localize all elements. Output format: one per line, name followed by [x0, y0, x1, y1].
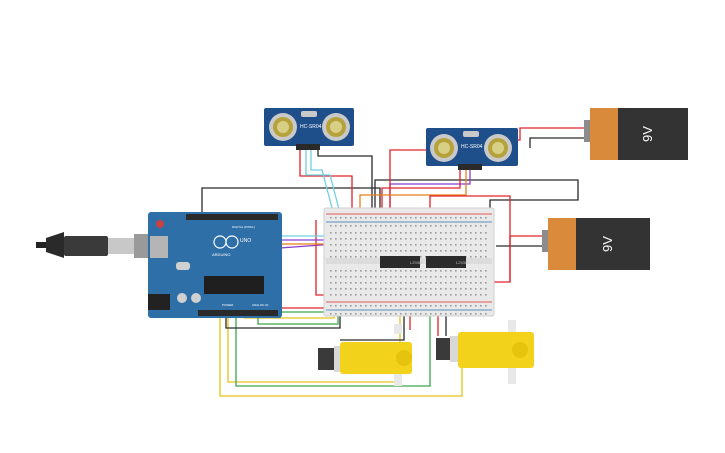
motor-driver-left[interactable]: L293D	[380, 256, 422, 268]
arduino-digital-header: DIGITAL (PWM~)	[232, 225, 255, 229]
dc-motor-left[interactable]	[318, 324, 412, 386]
wire-cyan-2[interactable]	[310, 150, 341, 239]
ultrasonic-sensor-right[interactable]: HC-SR04	[426, 128, 518, 170]
dc-motor-right[interactable]	[436, 320, 534, 384]
sensor-left-label: HC-SR04	[300, 124, 322, 130]
wire-black-right-loop[interactable]	[374, 179, 579, 215]
wire-red-right-loop[interactable]	[429, 195, 511, 282]
driver-right-label: L293D	[456, 260, 468, 265]
wire-black-arduino-top[interactable]	[201, 187, 381, 215]
sensor-right-label: HC-SR04	[461, 144, 483, 150]
breadboard-holes	[330, 217, 487, 315]
wire-red-left-sensor[interactable]	[299, 150, 353, 210]
wire-battery-top-black[interactable]	[529, 137, 584, 148]
battery-9v-top[interactable]: 9V	[584, 108, 688, 160]
driver-left-label: L293D	[410, 260, 422, 265]
arduino-brand-label: ARDUINO	[212, 252, 230, 257]
arduino-power-header: POWER	[222, 303, 234, 307]
usb-cable[interactable]	[36, 232, 150, 258]
battery-top-label: 9V	[640, 126, 655, 142]
battery-bottom-label: 9V	[600, 236, 615, 252]
motor-driver-right[interactable]: L293D	[426, 256, 468, 268]
wire-cyan-1[interactable]	[305, 150, 346, 233]
wire-black-left-sensor[interactable]	[317, 150, 373, 210]
arduino-uno[interactable]: ARDUINO UNO DIGITAL (PWM~) POWER ANALOG …	[148, 212, 282, 318]
ultrasonic-sensor-left[interactable]: HC-SR04	[264, 108, 354, 150]
arduino-model-label: UNO	[240, 238, 251, 244]
arduino-analog-header: ANALOG IN	[252, 303, 268, 307]
wire-yellow-long-2[interactable]	[219, 300, 463, 397]
battery-9v-bottom[interactable]: 9V	[542, 218, 650, 270]
wire-battery-bottom-red[interactable]	[490, 235, 548, 283]
